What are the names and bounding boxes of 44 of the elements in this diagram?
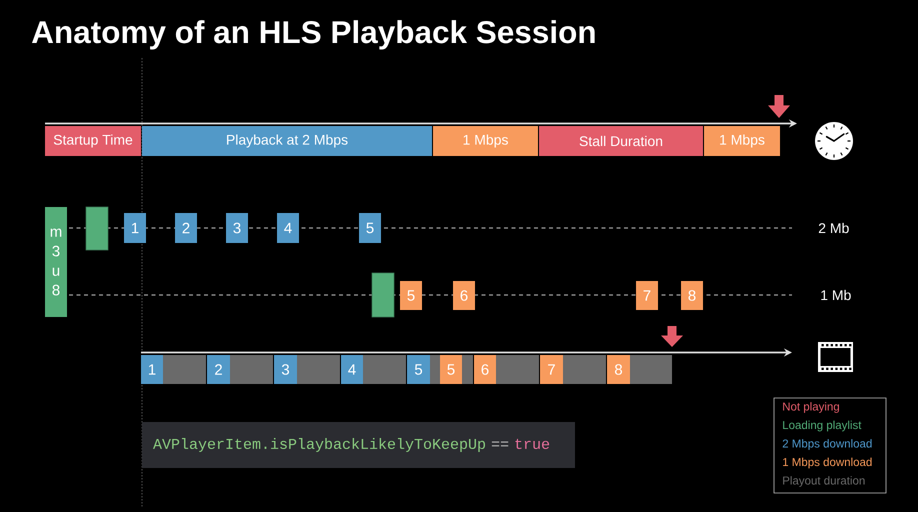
segment-box: 7 xyxy=(540,355,563,384)
segment-box: 8 xyxy=(681,281,703,310)
phase-bar: 1 Mbps xyxy=(704,126,780,156)
segment-box: 2 xyxy=(175,213,197,243)
segment-box: 3 xyxy=(274,355,297,384)
playlist-box: m 3 u 8 xyxy=(45,207,67,317)
playout-bar xyxy=(163,355,206,384)
phase-bar: Stall Duration xyxy=(539,126,703,156)
playout-bar xyxy=(430,355,440,384)
playout-bar xyxy=(462,355,473,384)
playout-bar xyxy=(363,355,406,384)
phase-bar: Playback at 2 Mbps xyxy=(142,126,432,156)
playout-bar xyxy=(297,355,340,384)
phase-bar: Startup Time xyxy=(45,126,141,156)
phase-bar: 1 Mbps xyxy=(433,126,538,156)
segment-box: 5 xyxy=(440,355,462,384)
playout-bar xyxy=(630,355,672,384)
legend-entry: 2 Mbps download xyxy=(782,439,872,450)
title: Anatomy of an HLS Playback Session xyxy=(32,20,595,50)
segment-box: 3 xyxy=(226,213,248,243)
segment-box: 5 xyxy=(359,213,381,243)
legend-entry: 1 Mbps download xyxy=(783,458,872,468)
code-box: AVPlayerItem.isPlaybackLikelyToKeepUp == true xyxy=(142,422,575,468)
playlist-box xyxy=(372,272,394,318)
segment-box: 1 xyxy=(141,355,163,384)
segment-box: 6 xyxy=(453,281,475,310)
segment-box: 6 xyxy=(474,355,496,384)
playlist-box xyxy=(86,206,108,250)
segment-box: 5 xyxy=(407,355,430,384)
playout-bar xyxy=(496,355,539,384)
playout-bar xyxy=(230,355,273,384)
segment-box: 8 xyxy=(607,355,630,384)
row-label: 2 Mb xyxy=(818,222,849,234)
row-label: 1 Mb xyxy=(821,290,851,300)
legend-entry: Playout duration xyxy=(783,476,865,487)
playout-bar xyxy=(563,355,606,384)
legend-entry: Not playing xyxy=(783,402,839,413)
segment-box: 4 xyxy=(341,355,363,384)
segment-box: 7 xyxy=(636,281,658,310)
segment-box: 4 xyxy=(277,213,299,243)
segment-box: 5 xyxy=(400,281,422,310)
segment-box: 2 xyxy=(207,355,230,384)
legend-entry: Loading playlist xyxy=(783,420,862,432)
segment-box: 1 xyxy=(124,213,146,243)
